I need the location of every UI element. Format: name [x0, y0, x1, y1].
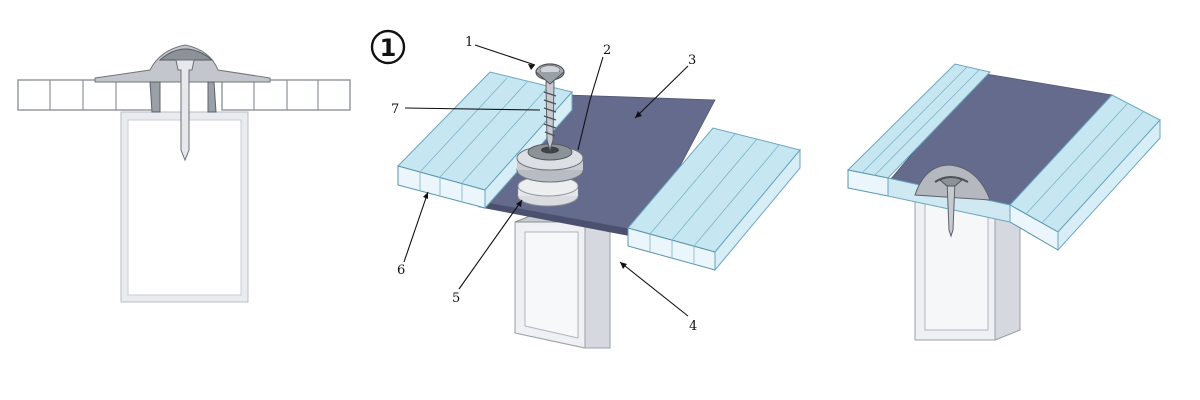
leader-lines — [403, 44, 689, 317]
callout-2: 2 — [603, 43, 611, 58]
leader-1 — [474, 44, 536, 66]
callout-6: 6 — [397, 263, 405, 278]
assembled-view — [846, 63, 1161, 341]
leader-4-arrow — [620, 262, 627, 269]
assembled-sheet-left — [846, 63, 991, 197]
callout-7: 7 — [391, 102, 399, 117]
assembled-sheet-right — [1009, 94, 1161, 252]
step-badge-circle — [370, 29, 406, 65]
leader-3 — [634, 65, 689, 119]
sealing-washer — [517, 175, 579, 207]
thermo-washer — [516, 143, 584, 183]
step-number: 1 — [380, 34, 397, 62]
leader-4 — [619, 261, 689, 317]
leader-2 — [577, 56, 604, 151]
callout-labels: 1 2 3 4 5 6 7 — [391, 35, 697, 334]
assembled-square-pipe — [914, 184, 1021, 341]
washer-leg-section — [149, 81, 217, 113]
exploded-view: 1 2 3 4 5 6 7 — [391, 35, 801, 349]
callout-5: 5 — [452, 291, 460, 306]
panel-section-left — [17, 79, 154, 111]
leader-7 — [404, 107, 541, 111]
callout-3: 3 — [688, 53, 696, 68]
leader-3-arrow — [635, 111, 642, 118]
leader-5-arrow — [516, 200, 522, 207]
polycarbonate-sheet-right — [627, 127, 801, 272]
callout-4: 4 — [689, 319, 697, 334]
screw-section — [175, 59, 195, 162]
washer-cap-section — [158, 48, 214, 61]
leader-6-arrow — [423, 192, 428, 199]
self-tapping-screw — [535, 63, 565, 152]
assembled-fastener — [914, 164, 991, 238]
square-pipe — [514, 211, 611, 349]
leader-6 — [403, 191, 429, 263]
panel-section-right — [221, 79, 351, 111]
cross-section-view — [17, 44, 351, 303]
leader-5 — [458, 199, 523, 290]
leader-1-arrow — [528, 64, 535, 70]
callout-1: 1 — [465, 35, 473, 50]
step-badge: 1 — [370, 29, 406, 65]
